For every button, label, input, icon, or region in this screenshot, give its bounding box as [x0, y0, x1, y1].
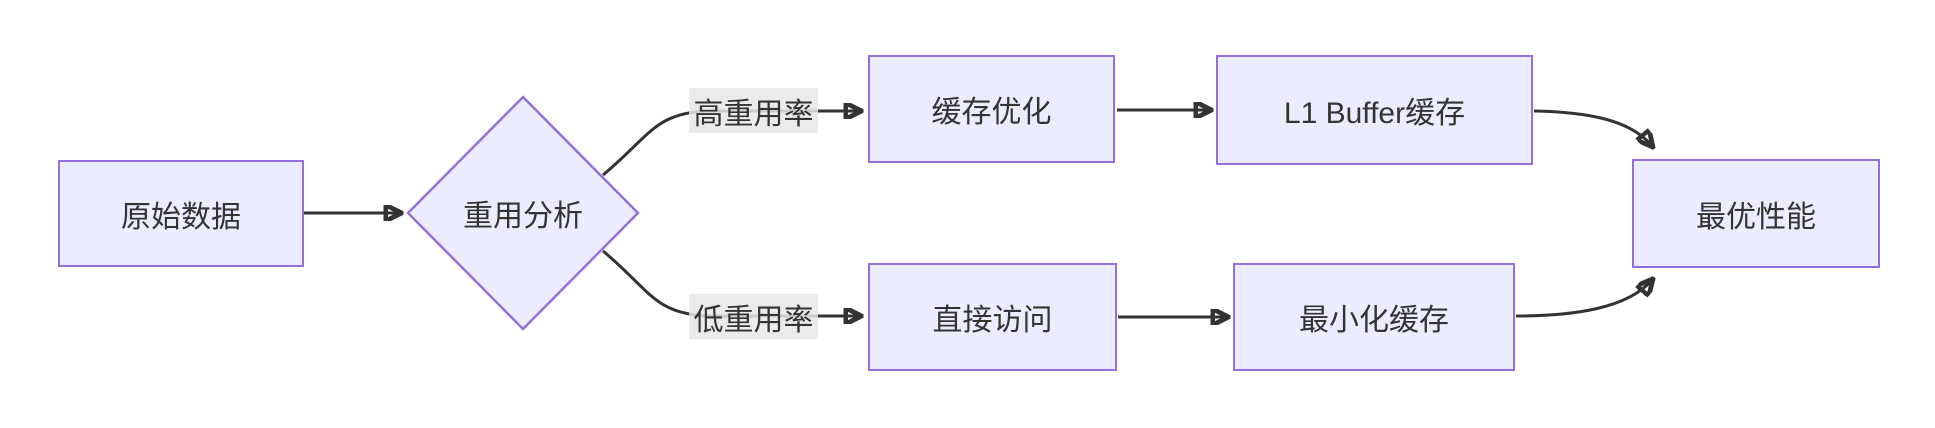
node-direct-access-label: 直接访问 — [932, 304, 1053, 337]
node-cache-optimization: 缓存优化 — [868, 55, 1115, 163]
edge-label-high-reuse: 高重用率 — [689, 88, 818, 133]
diamond-shape — [406, 95, 640, 331]
node-raw-data: 原始数据 — [58, 160, 304, 267]
node-cache-optimization-label: 缓存优化 — [931, 96, 1052, 129]
node-reuse-analysis-label: 重用分析 — [463, 200, 583, 233]
edge-l1-buffer-to-optimal-performance — [1533, 109, 1652, 146]
node-minimize-cache-label: 最小化缓存 — [1299, 304, 1449, 337]
node-l1-buffer-cache-label: L1 Buffer缓存 — [1283, 97, 1466, 130]
node-optimal-performance-label: 最优性能 — [1696, 200, 1816, 234]
edge-label-high-reuse-text: 高重用率 — [693, 97, 814, 131]
node-reuse-analysis: 重用分析 — [406, 95, 640, 331]
node-optimal-performance: 最优性能 — [1632, 159, 1880, 268]
node-raw-data-label: 原始数据 — [121, 200, 241, 234]
edge-label-low-reuse: 低重用率 — [689, 294, 818, 339]
edge-label-low-reuse-text: 低重用率 — [693, 303, 814, 337]
edge-minimize-cache-to-optimal-performance — [1515, 280, 1652, 318]
node-minimize-cache: 最小化缓存 — [1233, 263, 1515, 371]
node-direct-access: 直接访问 — [868, 263, 1117, 371]
node-l1-buffer-cache: L1 Buffer缓存 — [1216, 55, 1533, 165]
